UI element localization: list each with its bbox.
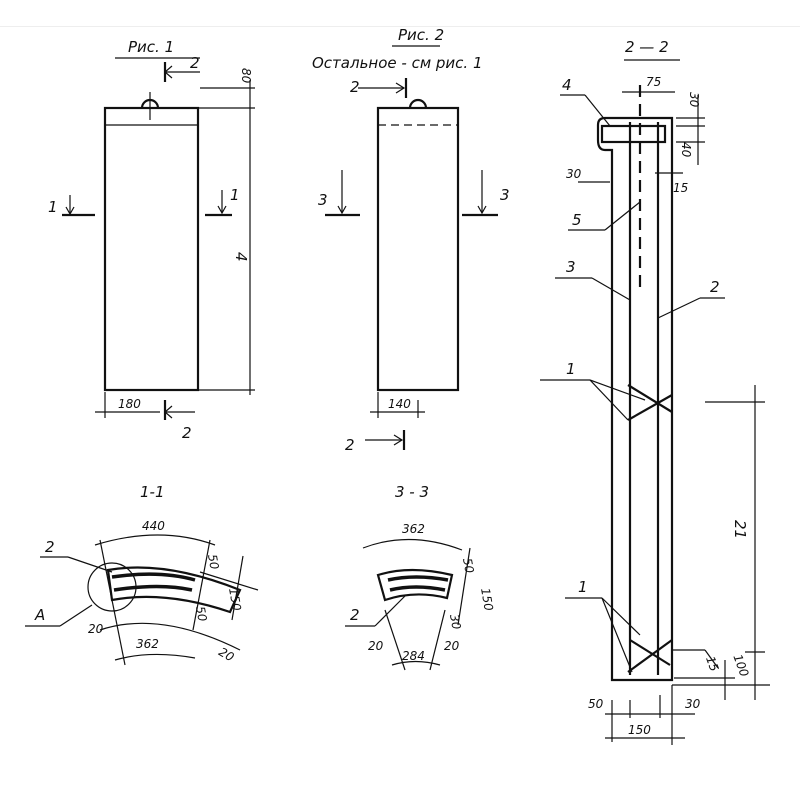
callout-1a: 1 xyxy=(566,360,576,378)
column-section-outline xyxy=(596,116,674,682)
dim-150-bot: 150 xyxy=(628,723,651,737)
callout-2-33: 2 xyxy=(350,606,360,624)
fig1-title: Рис. 1 xyxy=(128,38,174,56)
cut-mark-bottom-2: 2 xyxy=(345,436,355,454)
dim-20a: 20 xyxy=(88,622,104,636)
dim-50b: 50 xyxy=(193,605,210,623)
dim-30-top: 30 xyxy=(687,92,701,108)
dim-20a-33: 20 xyxy=(368,639,384,653)
cut-mark-bottom: 2 xyxy=(182,424,192,442)
section-2-2: 2 — 2 75 30 40 30 15 4 5 3 2 1 1 xyxy=(540,38,770,745)
dim-50a: 50 xyxy=(205,553,222,571)
dim-20b: 20 xyxy=(216,645,237,665)
detail-a-circle xyxy=(87,562,137,612)
arc-block-section xyxy=(106,566,242,614)
dim-height: 4 xyxy=(232,252,250,262)
cut-mark-top-2: 2 xyxy=(350,78,360,96)
section-mark-left-2: 3 xyxy=(318,191,328,209)
dim-30-33: 30 xyxy=(447,613,464,631)
top-bar xyxy=(0,0,800,27)
dim-15-bot: 15 xyxy=(703,654,721,673)
section-mark-right-2: 3 xyxy=(500,186,510,204)
figure-1: Рис. 1 2 80 4 1 1 180 2 xyxy=(48,38,255,442)
dim-80: 80 xyxy=(239,68,253,84)
callout-4: 4 xyxy=(562,76,572,94)
arc-block-section-33 xyxy=(376,568,454,602)
figure-2: Рис. 2 Остальное - см рис. 1 2 3 3 140 2 xyxy=(312,26,510,454)
dim-100: 100 xyxy=(730,652,751,679)
dim-50-33: 50 xyxy=(460,557,477,575)
lifting-loop-icon xyxy=(408,98,428,109)
dim-150-33: 150 xyxy=(478,587,496,612)
section-33-title: 3 - 3 xyxy=(395,483,429,501)
callout-2-22: 2 xyxy=(710,278,720,296)
cut-mark-top: 2 xyxy=(190,54,200,72)
dim-20b-33: 20 xyxy=(444,639,460,653)
fig2-title: Рис. 2 xyxy=(398,26,444,44)
dim-30-left: 30 xyxy=(566,167,582,181)
section-mark-right: 1 xyxy=(230,186,240,204)
section-mark-left: 1 xyxy=(48,198,58,216)
callout-a: A xyxy=(34,606,45,624)
callout-5: 5 xyxy=(572,211,582,229)
dim-284: 284 xyxy=(402,649,425,663)
dim-180: 180 xyxy=(118,397,141,411)
callout-3: 3 xyxy=(566,258,576,276)
dim-75: 75 xyxy=(646,75,661,89)
dim-40: 40 xyxy=(679,142,693,158)
dim-150: 150 xyxy=(226,587,244,612)
embedded-plate xyxy=(600,124,667,144)
block-front-view-2 xyxy=(376,106,460,392)
block-front-view xyxy=(103,106,200,392)
dim-15-top: 15 xyxy=(673,181,688,195)
dim-362: 362 xyxy=(136,637,159,651)
dim-50-bot: 50 xyxy=(588,697,604,711)
dim-440: 440 xyxy=(142,519,165,533)
callout-2-11: 2 xyxy=(45,538,55,556)
dim-30-bot: 30 xyxy=(685,697,701,711)
dim-362-33: 362 xyxy=(402,522,425,536)
section-22-title: 2 — 2 xyxy=(625,38,669,56)
dim-140: 140 xyxy=(388,397,411,411)
section-1-1: 1-1 440 2 A 20 362 20 50 150 50 xyxy=(25,483,259,666)
callout-1b: 1 xyxy=(578,578,588,596)
fig2-note: Остальное - см рис. 1 xyxy=(312,54,483,72)
section-11-title: 1-1 xyxy=(140,483,165,501)
section-3-3: 3 - 3 362 2 20 284 20 50 150 30 xyxy=(345,483,496,671)
dim-l1: 21 xyxy=(731,520,749,539)
